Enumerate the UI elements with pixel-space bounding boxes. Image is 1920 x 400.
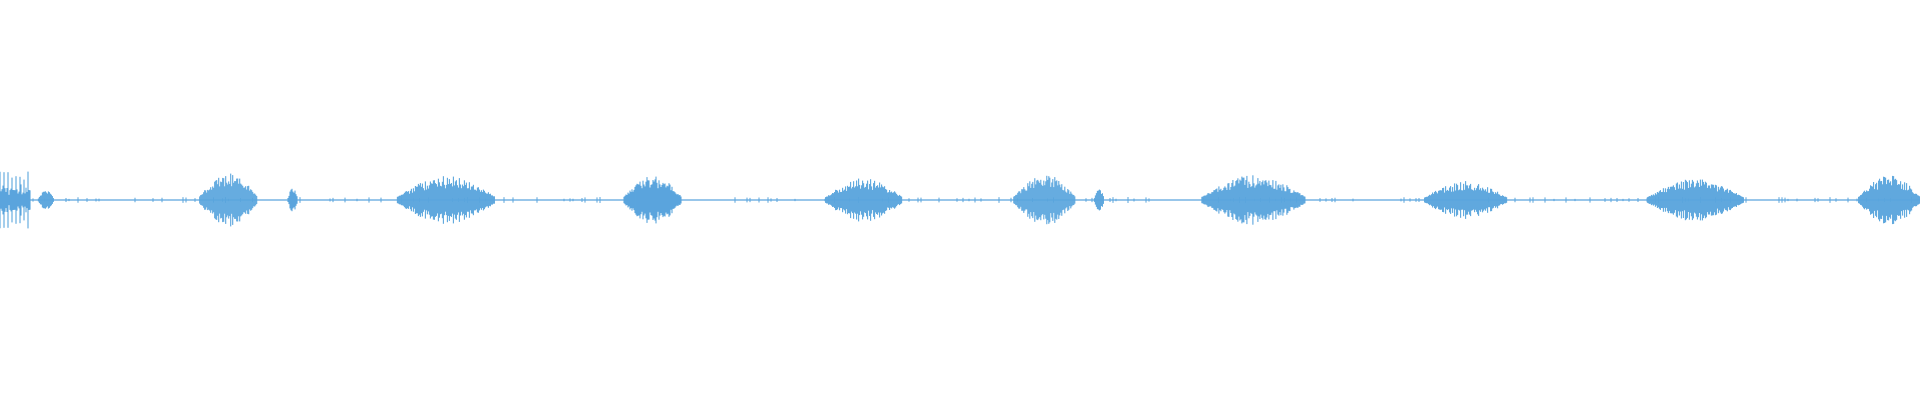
waveform-bars xyxy=(0,171,1920,229)
